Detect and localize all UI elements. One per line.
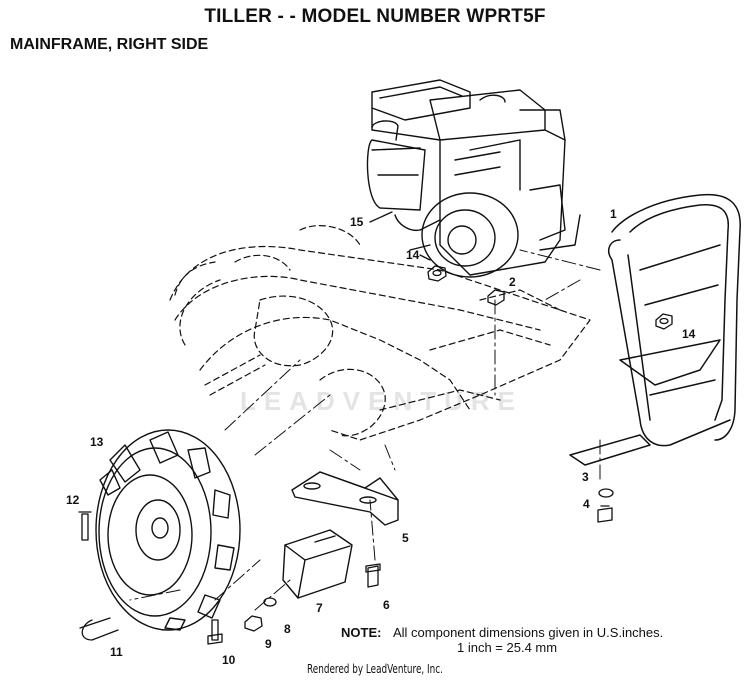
callout-2: 2 (509, 275, 516, 289)
callout-12: 12 (66, 493, 80, 507)
callout-8: 8 (284, 622, 291, 636)
depth-block (282, 529, 353, 599)
note: NOTE: All component dimensions given in U… (341, 625, 663, 655)
callout-15: 15 (350, 215, 364, 229)
wheel-tire (95, 429, 241, 631)
fender-guard (569, 193, 741, 466)
callout-14-upper: 14 (406, 248, 420, 262)
callout-5: 5 (402, 531, 409, 545)
callout-9: 9 (265, 637, 272, 651)
engine (366, 79, 581, 278)
callout-11: 11 (110, 645, 123, 659)
hardware (78, 211, 673, 645)
note-line-2: 1 inch = 25.4 mm (457, 640, 558, 655)
callout-4: 4 (583, 497, 590, 511)
diagram-subtitle: MAINFRAME, RIGHT SIDE (10, 36, 209, 53)
diagram-title: TILLER - - MODEL NUMBER WPRT5F (204, 6, 546, 27)
note-label: NOTE: (341, 625, 382, 640)
callout-6: 6 (383, 598, 390, 612)
callout-13: 13 (90, 435, 104, 449)
callout-3: 3 (582, 470, 589, 484)
footer-credit: Rendered by LeadVenture, Inc. (307, 662, 443, 676)
note-line-1: All component dimensions given in U.S.in… (393, 625, 664, 640)
bracket (291, 471, 399, 526)
callout-10: 10 (222, 653, 236, 667)
callout-1: 1 (610, 207, 617, 221)
frame-phantom-outline (169, 225, 591, 441)
callout-7: 7 (316, 601, 323, 615)
watermark: LEADVENTURE (240, 386, 524, 416)
callout-14-right: 14 (682, 327, 696, 341)
